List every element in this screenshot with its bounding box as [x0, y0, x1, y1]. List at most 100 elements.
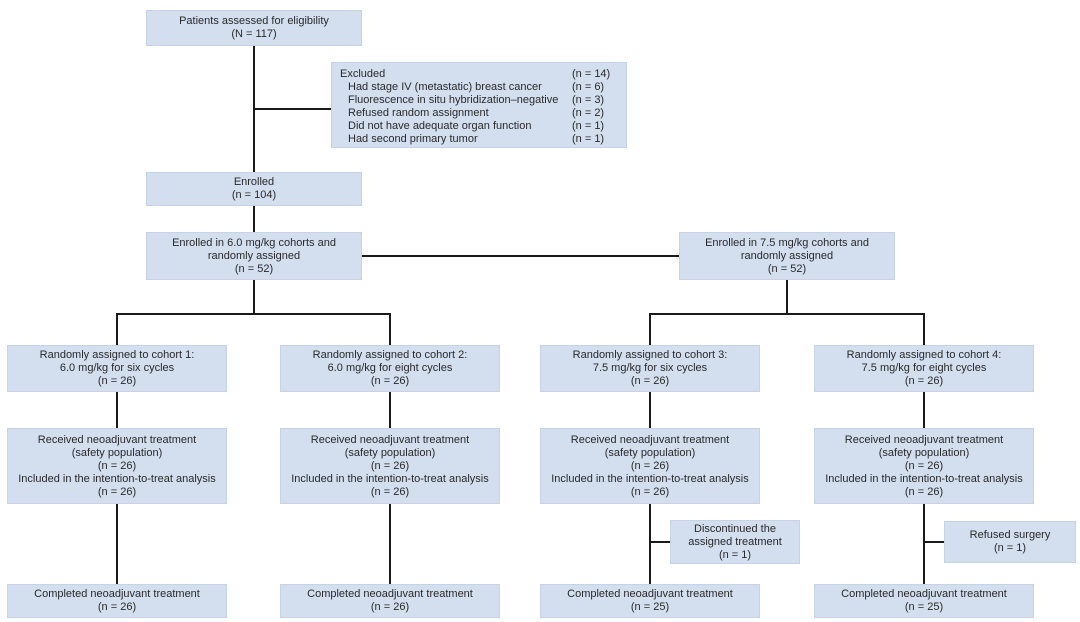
connector-split-to-cohort3 [649, 313, 651, 345]
box-text-line: (n = 25) [904, 601, 944, 613]
box-cohort1-completed: Completed neoadjuvant treatment (n = 26) [7, 584, 227, 618]
box-text-line: (n = 26) [904, 485, 944, 498]
excluded-item-row: Fluorescence in situ hybridization–negat… [340, 94, 620, 107]
connector-split-to-cohort2 [389, 313, 391, 345]
box-text-line: Patients assessed for eligibility [179, 15, 329, 27]
box-text-line: (n = 52) [767, 262, 807, 275]
box-text-line: (n = 26) [370, 601, 410, 613]
excluded-item-label: Fluorescence in situ hybridization–negat… [348, 94, 559, 106]
connector-cohort3-assigned-to-received [649, 392, 651, 428]
connector-enrolled-to-arm60 [253, 206, 255, 232]
excluded-item-label: Had stage IV (metastatic) breast cancer [348, 81, 542, 93]
box-text-line: Randomly assigned to cohort 4: [846, 349, 1002, 361]
box-text-line: Randomly assigned to cohort 3: [572, 349, 728, 361]
box-text-line: (n = 26) [904, 375, 944, 387]
excluded-item-label: Had second primary tumor [348, 133, 478, 145]
box-text-line: Completed neoadjuvant treatment [307, 588, 473, 600]
box-text-line: (n = 1) [993, 542, 1027, 554]
box-text-line: (n = 26) [370, 485, 410, 498]
box-excluded: Excluded (n = 14) Had stage IV (metastat… [331, 62, 627, 148]
box-text-line: Received neoadjuvant treatment [310, 433, 470, 446]
box-text-line: (n = 26) [370, 375, 410, 387]
excluded-item-label: Did not have adequate organ function [348, 120, 532, 132]
connector-cohort2-received-to-completed [389, 504, 391, 584]
box-eligibility: Patients assessed for eligibility (N = 1… [146, 10, 362, 46]
box-cohort2-assigned: Randomly assigned to cohort 2: 6.0 mg/kg… [280, 345, 500, 392]
box-text-line: (n = 1) [718, 548, 752, 561]
connector-split-to-cohort1 [116, 313, 118, 345]
connector-cohort4-assigned-to-received [923, 392, 925, 428]
box-text-line: (N = 117) [231, 28, 277, 40]
connector-arm75-split-stem [786, 280, 788, 315]
excluded-item-row: Refused random assignment (n = 2) [340, 107, 620, 120]
connector-to-excluded [253, 108, 331, 110]
box-text-line: Included in the intention-to-treat analy… [291, 472, 489, 485]
box-text-line: 7.5 mg/kg for six cycles [592, 362, 708, 374]
box-text-line: (safety population) [878, 446, 970, 459]
excluded-item-n: (n = 6) [572, 81, 605, 93]
excluded-item-row: Had stage IV (metastatic) breast cancer … [340, 81, 620, 94]
box-cohort2-completed: Completed neoadjuvant treatment (n = 26) [280, 584, 500, 618]
box-cohort4-received: Received neoadjuvant treatment (safety p… [814, 428, 1034, 504]
box-text-line: (n = 26) [97, 485, 137, 498]
box-text-line: (n = 26) [97, 375, 137, 387]
box-text-line: Included in the intention-to-treat analy… [825, 472, 1023, 485]
box-cohort1-assigned: Randomly assigned to cohort 1: 6.0 mg/kg… [7, 345, 227, 392]
box-discontinued-treatment: Discontinued the assigned treatment (n =… [670, 520, 800, 564]
box-text-line: Included in the intention-to-treat analy… [18, 472, 216, 485]
excluded-header-row: Excluded (n = 14) [340, 68, 620, 81]
box-text-line: Received neoadjuvant treatment [37, 433, 197, 446]
box-cohort3-assigned: Randomly assigned to cohort 3: 7.5 mg/kg… [540, 345, 760, 392]
box-text-line: Completed neoadjuvant treatment [567, 588, 733, 600]
box-arm-7-5-mgkg: Enrolled in 7.5 mg/kg cohorts and random… [679, 232, 895, 280]
connector-cohort2-assigned-to-received [389, 392, 391, 428]
box-text-line: (n = 26) [630, 375, 670, 387]
box-text-line: Completed neoadjuvant treatment [34, 588, 200, 600]
connector-cohort4-received-to-completed [923, 504, 925, 584]
box-text-line: (n = 26) [370, 459, 410, 472]
box-cohort3-received: Received neoadjuvant treatment (safety p… [540, 428, 760, 504]
connector-arm60-to-arm75 [362, 255, 679, 257]
excluded-item-row: Had second primary tumor (n = 1) [340, 133, 620, 146]
box-text-line: (n = 25) [630, 601, 670, 613]
box-cohort2-received: Received neoadjuvant treatment (safety p… [280, 428, 500, 504]
connector-cohort1-assigned-to-received [116, 392, 118, 428]
box-arm-6-0-mgkg: Enrolled in 6.0 mg/kg cohorts and random… [146, 232, 362, 280]
excluded-item-n: (n = 1) [572, 120, 605, 132]
box-cohort3-completed: Completed neoadjuvant treatment (n = 25) [540, 584, 760, 618]
connector-arm60-split-stem [253, 280, 255, 315]
box-text-line: (n = 104) [231, 189, 277, 201]
box-text-line: 7.5 mg/kg for eight cycles [861, 362, 987, 374]
box-cohort4-assigned: Randomly assigned to cohort 4: 7.5 mg/kg… [814, 345, 1034, 392]
box-text-line: 6.0 mg/kg for eight cycles [327, 362, 453, 374]
box-text-line: Received neoadjuvant treatment [844, 433, 1004, 446]
box-text-line: Refused surgery [969, 529, 1051, 541]
excluded-header-n: (n = 14) [572, 68, 611, 80]
box-text-line: 6.0 mg/kg for six cycles [59, 362, 175, 374]
connector-cohort3-received-to-completed [649, 504, 651, 584]
connector-to-discontinued [649, 541, 670, 543]
box-text-line: (n = 26) [904, 459, 944, 472]
excluded-item-n: (n = 1) [572, 133, 605, 145]
box-text-line: Received neoadjuvant treatment [570, 433, 730, 446]
box-text-line: (safety population) [344, 446, 436, 459]
box-text-line: (n = 26) [97, 601, 137, 613]
excluded-item-n: (n = 3) [572, 94, 605, 106]
excluded-header-label: Excluded [340, 68, 386, 80]
box-text-line: Completed neoadjuvant treatment [841, 588, 1007, 600]
box-text-line: assigned treatment [688, 535, 782, 548]
box-text-line: Enrolled in 7.5 mg/kg cohorts and [705, 236, 869, 249]
connector-split-to-cohort4 [923, 313, 925, 345]
connector-arm60-split-bar [116, 313, 391, 315]
connector-arm75-split-bar [649, 313, 925, 315]
box-text-line: (safety population) [604, 446, 696, 459]
box-text-line: Randomly assigned to cohort 2: [312, 349, 468, 361]
box-text-line: (n = 26) [97, 459, 137, 472]
excluded-item-row: Did not have adequate organ function (n … [340, 120, 620, 133]
excluded-item-label: Refused random assignment [348, 107, 489, 119]
box-text-line: Randomly assigned to cohort 1: [39, 349, 195, 361]
box-text-line: (n = 52) [234, 262, 274, 275]
box-enrolled: Enrolled (n = 104) [146, 172, 362, 206]
box-text-line: (safety population) [71, 446, 163, 459]
